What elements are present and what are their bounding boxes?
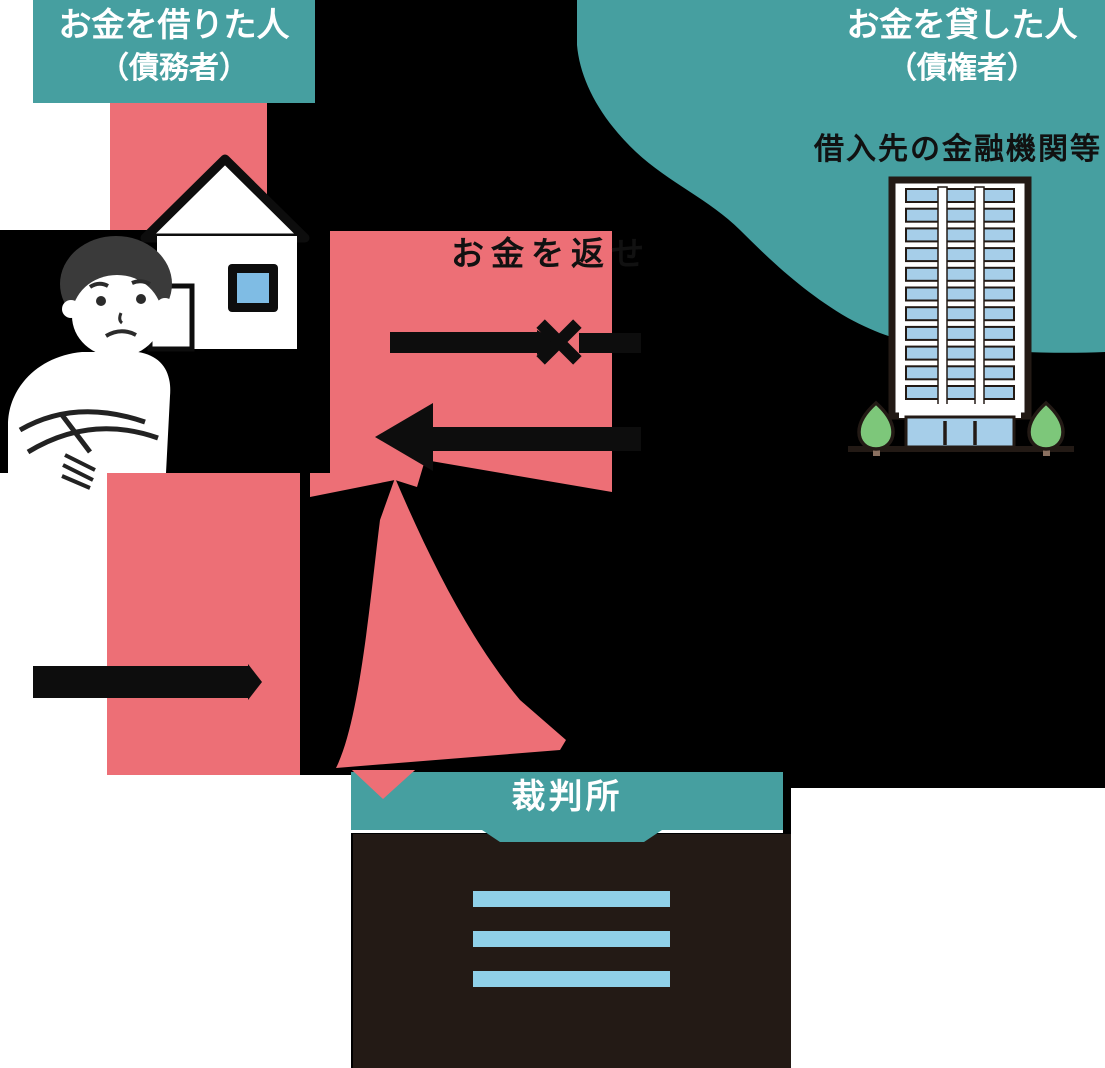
debtor-label: お金を借りた人 （債務者） bbox=[33, 4, 315, 88]
courthouse-icon bbox=[351, 770, 791, 1068]
bank-building-icon bbox=[848, 176, 1074, 456]
petition-arrowhead bbox=[352, 770, 415, 799]
face bbox=[72, 275, 162, 357]
left-arrow-shaft bbox=[433, 427, 641, 451]
bank-entrance bbox=[904, 415, 1016, 449]
creditor-label-line2: （債権者） bbox=[887, 51, 1037, 87]
crossed-arm bbox=[26, 426, 159, 455]
nose bbox=[118, 312, 124, 325]
frown-mouth bbox=[104, 329, 137, 338]
tree-icon bbox=[857, 400, 895, 456]
court-header-box bbox=[351, 772, 783, 830]
left-arrow-head bbox=[375, 403, 433, 471]
debtor-label-line1: お金を借りた人 bbox=[58, 5, 290, 44]
courthouse-bar-3 bbox=[473, 971, 670, 987]
right-arrow-shaft bbox=[33, 666, 248, 698]
hand-fingers bbox=[61, 453, 96, 490]
house-icon bbox=[140, 154, 310, 352]
worried-man-arms-crossed-icon bbox=[8, 236, 174, 490]
debtor-label-box bbox=[33, 0, 315, 103]
creditor-label-line1: お金を貸した人 bbox=[846, 5, 1078, 44]
right-arrow-icon bbox=[33, 664, 262, 700]
bank-mullion-left bbox=[937, 186, 948, 407]
pencil bbox=[60, 413, 92, 454]
arrows bbox=[33, 319, 641, 700]
eyebrow bbox=[131, 279, 151, 286]
white-bottom-left bbox=[0, 775, 351, 1068]
lender-caption: 借入先の金融機関等 bbox=[814, 132, 1102, 167]
repay-demand-text: お金を返せ bbox=[451, 234, 651, 273]
left-arrow-icon bbox=[375, 403, 641, 471]
pink-diagonal-band bbox=[336, 478, 566, 768]
ground-line bbox=[848, 446, 1074, 452]
crossed-arm bbox=[18, 409, 146, 433]
courthouse-bar-2 bbox=[473, 931, 670, 947]
bank-windows bbox=[905, 188, 1015, 400]
blocked-arrow-head bbox=[537, 330, 557, 355]
courthouse-building bbox=[353, 834, 791, 1068]
bank-mullion-right bbox=[974, 186, 985, 407]
bank-band bbox=[899, 404, 1021, 418]
debtor-label-line2: （債務者） bbox=[99, 51, 249, 87]
court-label: 裁判所 bbox=[511, 777, 623, 817]
blocked-arrow-shaft bbox=[390, 332, 537, 353]
house-window bbox=[237, 273, 269, 303]
blocked-arrow-tail bbox=[579, 333, 641, 353]
eyebrow bbox=[88, 281, 109, 289]
white-bottom-right bbox=[791, 788, 1105, 1068]
eye bbox=[96, 296, 106, 306]
courthouse-bar-1 bbox=[473, 891, 670, 907]
creditor-label: お金を貸した人 （債権者） bbox=[818, 4, 1105, 88]
eye bbox=[136, 294, 146, 304]
debtor-illustration bbox=[0, 154, 330, 490]
tree-icon bbox=[1027, 400, 1065, 456]
cross-icon bbox=[536, 319, 582, 365]
courthouse-pediment bbox=[482, 830, 662, 842]
right-arrow-head bbox=[248, 664, 262, 700]
arrow-with-cross-blocked-icon bbox=[390, 319, 641, 365]
